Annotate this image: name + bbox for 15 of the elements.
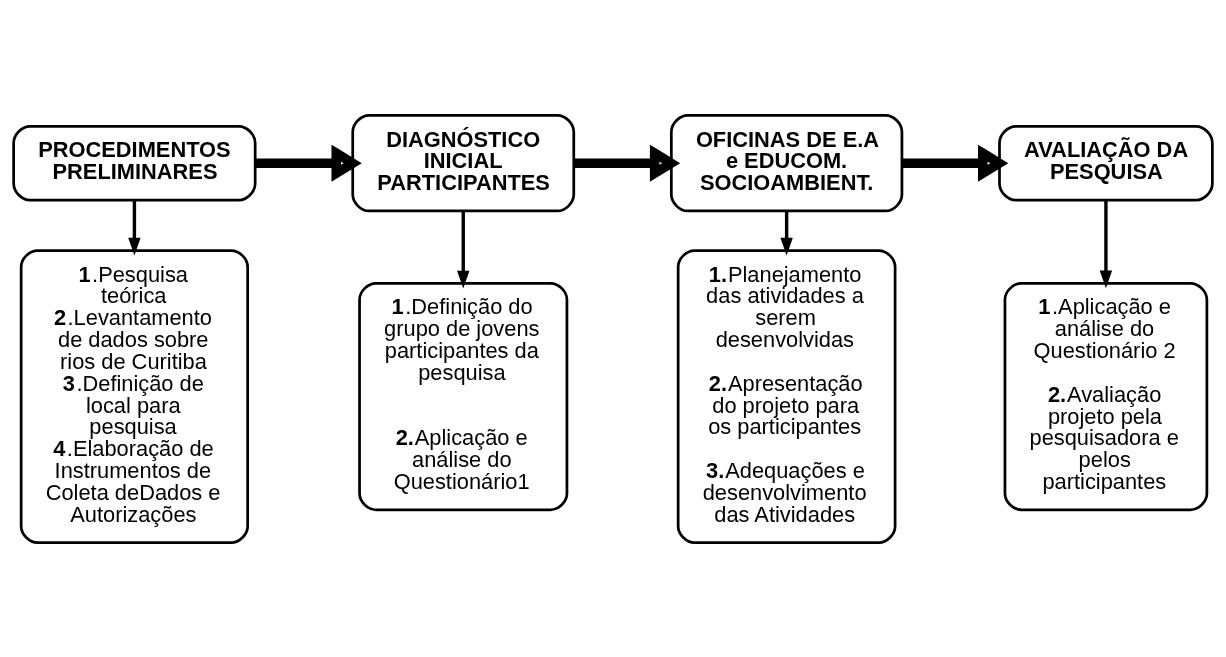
arrow: [573, 144, 681, 182]
arrow: [1099, 199, 1113, 288]
node-box: 1.Aplicação e análise do Questionário 2 2.Avaliação projeto pela pesquisadora e pelos participantes: [1003, 281, 1209, 511]
arrow: [902, 144, 1009, 182]
node-box: 1.Planejamento das atividades a serem desenvolvidas 2.Apresentação do projeto para os participantes 3.Adequações e desenvolvimento das Atividades: [676, 248, 897, 544]
arrow: [128, 199, 141, 256]
node-box: 1.Definição do grupo de jovens participantes da pesquisa 2.Aplicação e análise do Questionário1: [358, 281, 569, 511]
arrow: [457, 210, 470, 288]
node-box: OFICINAS DE E.A e EDUCOM. SOCIOAMBIENT.: [669, 113, 904, 212]
node-box: DIAGNÓSTICO INICIAL PARTICIPANTES: [351, 113, 576, 212]
node-box: 1.Pesquisa teórica 2.Levantamento de dados sobre rios de Curitiba 3.Definição de local para pesquisa 4.Elaboração de Instrumentos de Coleta deDados e Autorizações: [19, 248, 250, 544]
arrow: [780, 210, 793, 256]
node-box: AVALIAÇÃO DA PESQUISA: [998, 124, 1214, 201]
arrow: [255, 144, 362, 182]
node-box: PROCEDIMENTOS PRELIMINARES: [12, 124, 257, 201]
